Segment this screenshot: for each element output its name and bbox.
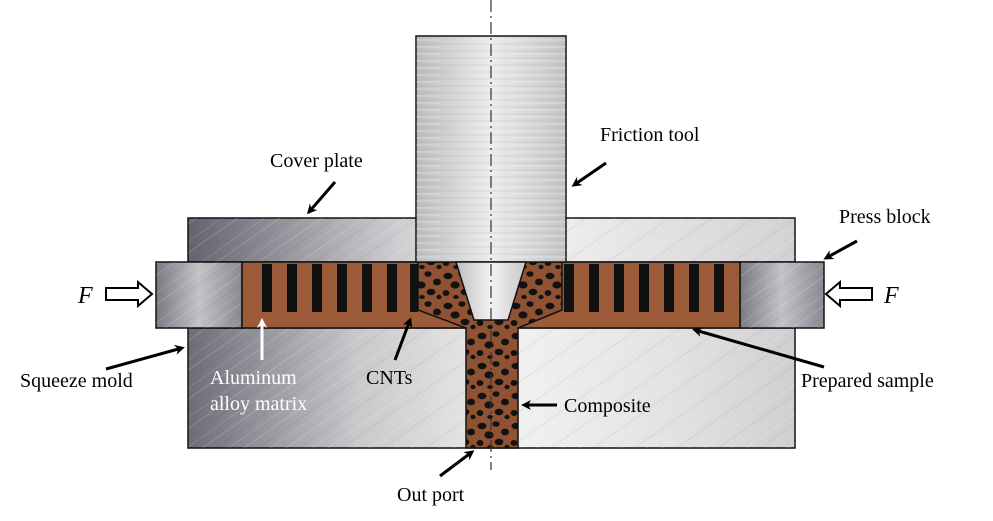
press-block-right [739,261,825,329]
force-left-label: F [77,283,93,309]
press-block-label: Press block [839,206,931,228]
squeeze-mold-arrow [105,345,185,371]
composite-label: Composite [564,395,651,417]
squeeze-mold-label: Squeeze mold [20,370,133,392]
prepared-sample-arrow [692,327,825,369]
friction-tool [415,35,567,321]
cover-plate-label: Cover plate [270,150,363,172]
cnts-label: CNTs [366,367,413,389]
cnt-slots-right [564,264,724,312]
aluminum-matrix-label-line2: alloy matrix [210,393,307,415]
friction-tool-arrow [571,161,607,187]
cover-plate-arrow [307,181,337,215]
aluminum-matrix-label-line1: Aluminum [210,367,297,389]
cnt-slots-left [262,264,418,312]
out-port-label: Out port [397,484,465,506]
friction-tool-label: Friction tool [600,124,700,146]
out-port-arrow [439,450,475,478]
press-block-arrow [823,239,858,260]
press-block-left [155,261,243,329]
prepared-sample-label: Prepared sample [801,370,934,392]
force-arrow-left [105,279,154,309]
force-arrow-right [824,279,873,309]
force-right-label: F [883,283,899,309]
cnts-arrow [393,317,413,361]
composite-zone [417,261,563,449]
